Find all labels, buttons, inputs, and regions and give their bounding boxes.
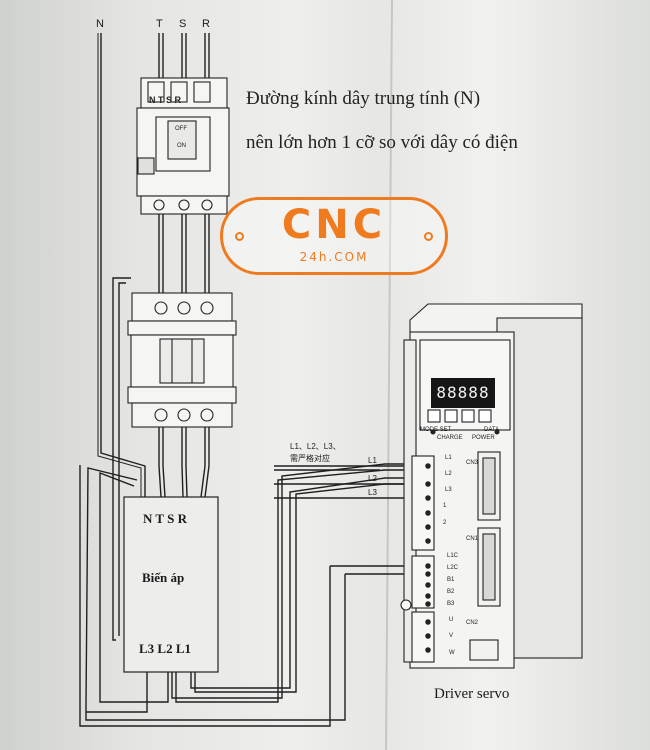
power-label: POWER [472,435,495,441]
terminal-b2: B2 [447,589,455,595]
transformer-name: Biến áp [142,570,185,585]
driver-name: Driver servo [434,686,510,702]
wiring-note-line2: 需严格对应 [290,454,330,463]
r-terminal-label: R [202,18,210,30]
line-label-l2: L2 [368,474,377,483]
cnc-watermark-logo: CNC 24h.COM [220,197,448,275]
terminal-l2c: L2C [447,565,459,571]
transformer-box [123,496,219,673]
servo-driver [400,303,583,669]
s-terminal-label: S [179,18,187,30]
fold-line [7,0,13,750]
transformer-output-label: L3 L2 L1 [139,641,192,656]
wires [79,33,412,727]
terminal-l1: L1 [445,455,452,461]
data-label: DATA [484,427,500,433]
mode-set-label: MODE SET [420,427,452,433]
logo-dot-right [424,232,433,241]
line-label-l3: L3 [368,488,377,497]
terminal-w: W [449,650,455,656]
terminal-l2: L2 [445,471,452,477]
breaker-supply-label: N T S R [149,95,182,105]
fold-line [385,0,393,750]
terminal-l3: L3 [445,487,452,493]
neutral-terminal-label: N [96,18,104,30]
t-terminal-label: T [156,18,163,30]
dc-terminal-1: 1 [443,503,447,509]
terminal-u: U [449,617,454,623]
neutral-note-line1: Đường kính dây trung tính (N) [246,88,481,109]
dc-terminal-2: 2 [443,520,447,526]
charge-label: CHARGE [437,435,463,441]
cn3-label: CN3 [466,460,479,466]
terminal-b1: B1 [447,577,455,583]
terminal-b3: B3 [447,601,455,607]
circuit-breaker [136,77,230,215]
terminal-l1c: L1C [447,553,459,559]
breaker-off-label: OFF [175,126,187,132]
cn1-label: CN1 [466,536,479,542]
line-label-l1: L1 [368,456,377,465]
terminal-v: V [449,633,454,639]
logo-subtext: 24h.COM [299,250,369,264]
wiring-note-line1: L1、L2、L3、 [290,442,341,451]
breaker-on-label: ON [177,143,186,149]
logo-dot-left [235,232,244,241]
contactor [127,292,237,428]
logo-text: CNC [281,202,387,248]
transformer-input-label: N T S R [143,511,187,526]
cn2-label: CN2 [466,620,479,626]
driver-display: 88888 [431,378,495,408]
neutral-note-line2: nên lớn hơn 1 cỡ so với dây có điện [246,132,518,153]
